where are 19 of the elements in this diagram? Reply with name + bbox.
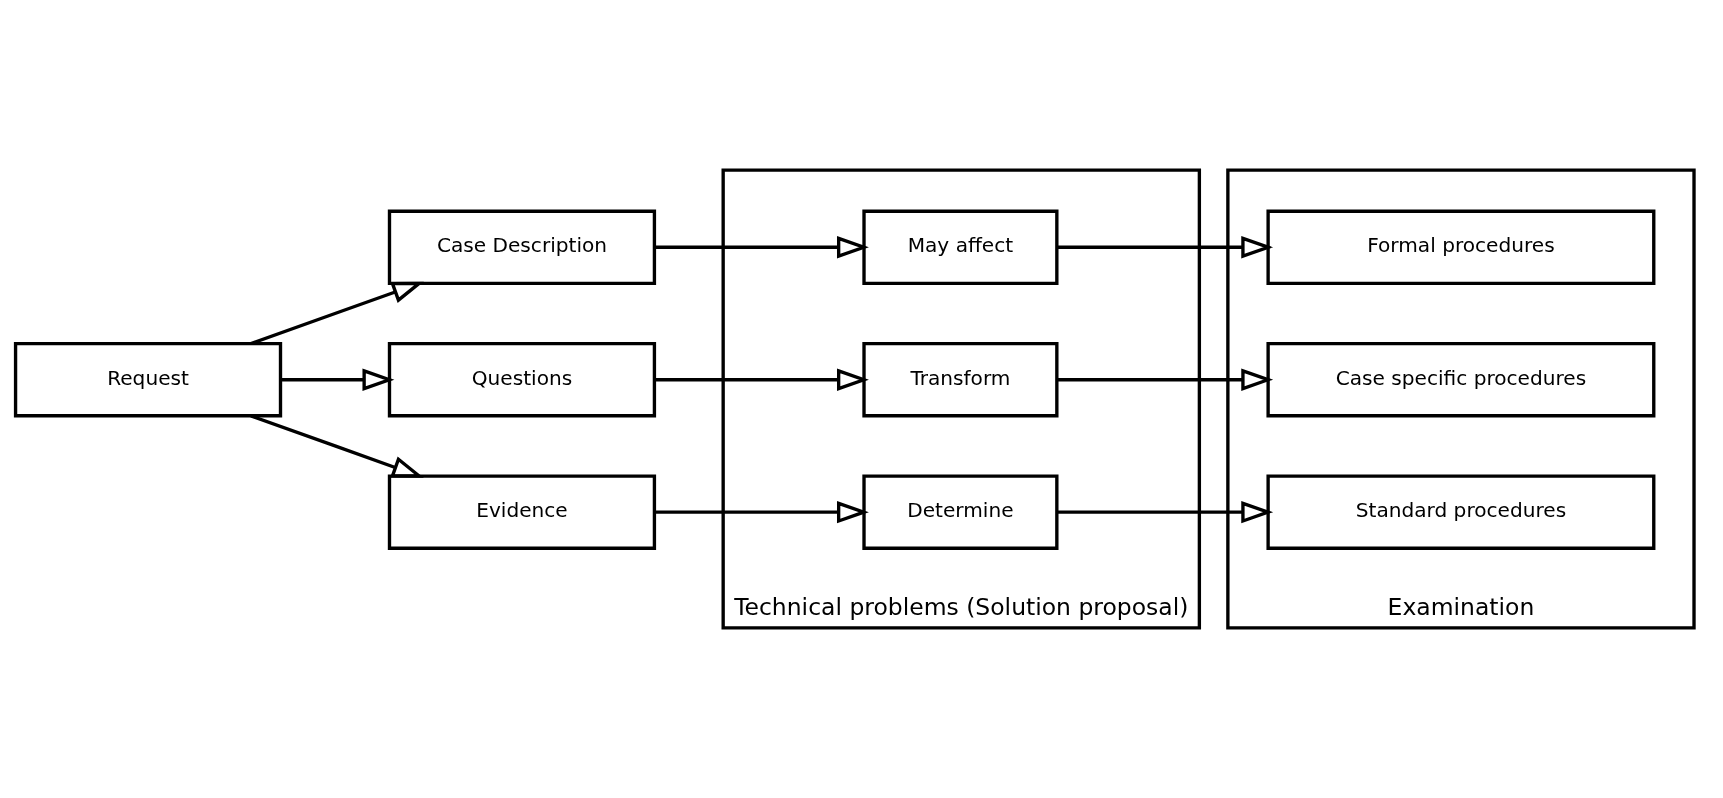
node-box: Evidence	[387, 474, 657, 550]
arrow	[1057, 501, 1274, 524]
node-box: Standard procedures	[1266, 474, 1656, 550]
arrow	[250, 281, 424, 346]
arrow	[654, 236, 869, 259]
node-box: Case specific procedures	[1266, 342, 1656, 418]
arrow	[1057, 236, 1274, 259]
node-box: Transform	[862, 342, 1059, 418]
arrow	[280, 368, 395, 391]
arrow	[250, 414, 424, 478]
node-box: Determine	[862, 474, 1059, 550]
arrow	[654, 368, 869, 391]
node-box: Questions	[387, 342, 657, 418]
node-box: Formal procedures	[1266, 209, 1656, 285]
arrow	[654, 501, 869, 524]
node-box: Request	[13, 342, 283, 418]
arrow	[1057, 368, 1274, 391]
node-box: Case Description	[387, 209, 657, 285]
node-box: May affect	[862, 209, 1059, 285]
